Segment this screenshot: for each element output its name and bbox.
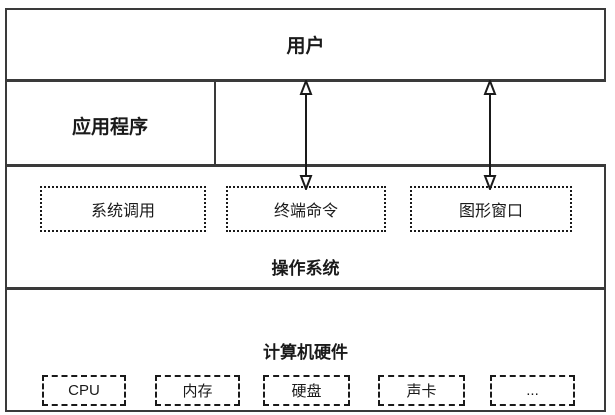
layer-label-hardware: 计算机硬件 (263, 343, 348, 362)
hardware-component-sound-card[interactable]: 声卡 (378, 375, 465, 406)
layer-band-user (5, 8, 606, 81)
os-interface-gui[interactable]: 图形窗口 (410, 186, 572, 232)
application-band-divider (214, 81, 216, 165)
layer-label-application: 应用程序 (71, 117, 148, 138)
layer-label-user: 用户 (286, 36, 325, 57)
layer-label-operating-system: 操作系统 (271, 259, 340, 278)
hardware-component-ram[interactable]: 内存 (155, 375, 240, 406)
hardware-component-more[interactable]: ... (490, 375, 575, 406)
hardware-component-cpu[interactable]: CPU (42, 375, 126, 406)
os-interface-terminal[interactable]: 终端命令 (226, 186, 386, 232)
hardware-component-disk[interactable]: 硬盘 (263, 375, 350, 406)
os-interface-syscall[interactable]: 系统调用 (40, 186, 206, 232)
